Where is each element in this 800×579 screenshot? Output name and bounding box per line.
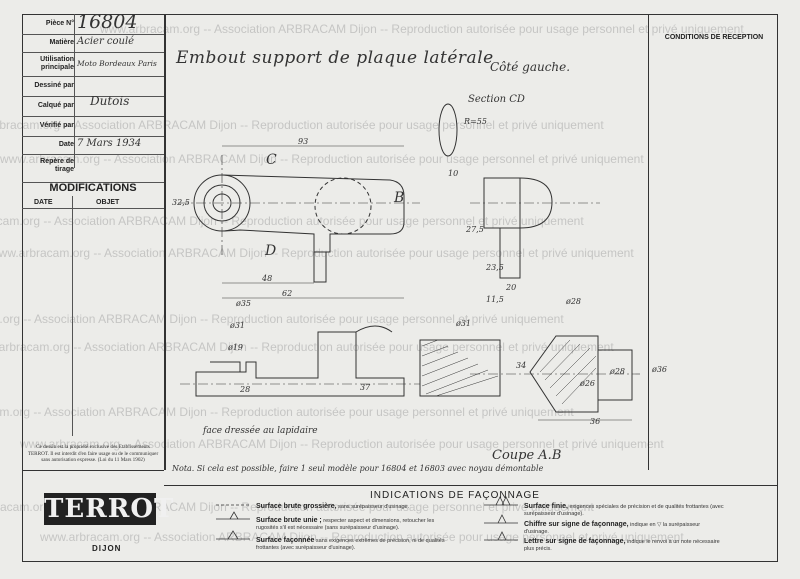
dim-62: 62: [282, 289, 292, 298]
nota-note: Nota. Si cela est possible, faire 1 seul…: [172, 464, 544, 473]
watermark: www.arbracam.org -- Association ARBRACAM…: [20, 437, 664, 451]
calque-signature: Dutois: [90, 94, 130, 108]
side-lug: [499, 227, 521, 279]
dessine-label: Dessiné par: [34, 82, 74, 89]
dim-93: 93: [298, 137, 308, 146]
dim-31: ø31: [229, 321, 245, 330]
utilisation-label: Utilisation principale: [40, 56, 74, 71]
date-label: Date: [58, 141, 74, 148]
indication-5: Chiffre sur signe de façonnage, indique …: [524, 521, 701, 535]
piece-number: 16804: [77, 11, 138, 33]
modifications-col-date: DATE: [34, 199, 53, 206]
logo-city: DIJON: [92, 544, 122, 553]
title-block-border: [164, 14, 166, 470]
dim-10: 10: [448, 169, 458, 178]
dim-34: 34: [516, 361, 526, 370]
letter-d: D: [265, 243, 277, 259]
indication-3: Surface façonnée sans exigences extrêmes…: [256, 537, 445, 551]
indication-6: Lettre sur signe de façonnage, indique l…: [524, 538, 720, 552]
dim-r55: R=55: [463, 117, 487, 126]
watermark: www.arbracam.org -- Association ARBRACAM…: [0, 246, 634, 260]
piece-label: Pièce N°: [45, 20, 74, 27]
arm-outline: [221, 174, 405, 253]
lug: [313, 252, 327, 283]
dim-11-5: 11,5: [486, 295, 504, 304]
dim-27-5: 27,5: [465, 225, 484, 234]
dim-35: ø35: [235, 299, 251, 308]
sheet-frame: [22, 14, 778, 562]
matiere-label: Matière: [49, 39, 74, 46]
dim-32-5: 32,5: [172, 198, 190, 207]
watermark: www.arbracam.org -- Association ARBRACAM…: [0, 312, 564, 326]
date-value: 7 Mars 1934: [77, 138, 142, 149]
modifications-title: MODIFICATIONS: [49, 182, 137, 194]
ownership-notice: Ce dessin est la propriété exclusive des…: [27, 444, 159, 463]
side-boss: [519, 177, 553, 229]
modifications-col-objet: OBJET: [96, 199, 120, 206]
drawing-title: Embout support de plaque latérale: [176, 48, 494, 68]
utilisation-row: Utilisation principale Moto Bordeaux Par…: [22, 52, 164, 77]
watermark: www.arbracam.org -- Association ARBRACAM…: [40, 530, 684, 544]
indication-1: Surface brute grossière, sans surépaisse…: [256, 503, 410, 510]
verifie-row: Vérifié par: [22, 116, 164, 137]
conditions-title: CONDITIONS DE RECEPTION: [664, 34, 764, 41]
piece-row: Pièce N° 16804: [22, 11, 164, 35]
section-ab-bore: [598, 349, 633, 401]
watermark: www.arbracam.org -- Association ARBRACAM…: [0, 214, 584, 228]
dim-26: ø26: [579, 379, 595, 388]
drawing-subtitle: Côté gauche.: [490, 60, 571, 74]
section-ab-left: [419, 339, 501, 397]
letter-c: C: [266, 152, 277, 168]
watermark: www.arbracam.org -- Association ARBRACAM…: [0, 118, 604, 132]
calque-row: Calqué par Dutois: [22, 94, 164, 117]
conditions-column: CONDITIONS DE RECEPTION: [648, 14, 779, 470]
section-cd-label: Section CD: [468, 94, 525, 105]
modifications-header-line: [22, 208, 164, 209]
dim-48: 48: [261, 274, 272, 283]
watermark: www.arbracam.org -- Association ARBRACAM…: [0, 340, 614, 354]
date-row: Date 7 Mars 1934: [22, 136, 164, 155]
dim-36: 36: [590, 417, 600, 426]
calque-label: Calqué par: [37, 102, 74, 109]
hidden-circle: [314, 177, 372, 235]
watermark: www.arbracam.org -- Association ARBRACAM…: [0, 152, 644, 166]
elevation-outline: [195, 331, 405, 397]
logo-area: [22, 470, 164, 563]
dessine-row: Dessiné par: [22, 76, 164, 97]
watermark: www.arbracam.org -- Association ARBRACAM…: [100, 22, 744, 36]
dim-20: 20: [505, 283, 516, 292]
utilisation-value: Moto Bordeaux Paris: [77, 59, 157, 68]
repere-label: Repère de tirage: [40, 158, 74, 173]
indication-2: Surface brute unie ; respecter aspect et…: [256, 517, 435, 531]
matiere-row: Matière Acier coulé: [22, 34, 164, 53]
dim-19: ø19: [227, 343, 243, 352]
dim-23-5: 23,5: [485, 263, 504, 272]
dim-36b: ø36: [651, 365, 667, 374]
indication-4: Surface finie, exigences spéciales de pr…: [524, 503, 724, 517]
letter-b: B: [394, 190, 405, 206]
indications-title: INDICATIONS DE FAÇONNAGE: [370, 490, 540, 501]
section-cd-profile: [438, 103, 458, 157]
face-note: face dressée au lapidaire: [203, 426, 318, 436]
dim-phi20: ø28: [565, 297, 581, 306]
coupe-ab-label: Coupe A.B: [492, 448, 562, 463]
modifications-divider: [72, 196, 73, 436]
dim-37: 37: [360, 383, 371, 392]
watermark: www.arbracam.org -- Association ARBRACAM…: [0, 405, 574, 419]
dim-28: 28: [239, 385, 250, 394]
dim-28-right: ø28: [609, 367, 625, 376]
repere-row: Repère de tirage: [22, 154, 164, 183]
indications-panel: [164, 485, 778, 563]
matiere-value: Acier coulé: [77, 36, 135, 47]
dim-phi31: ø31: [455, 319, 471, 328]
terrot-logo: TERROT: [44, 493, 175, 525]
verifie-label: Vérifié par: [39, 122, 74, 129]
